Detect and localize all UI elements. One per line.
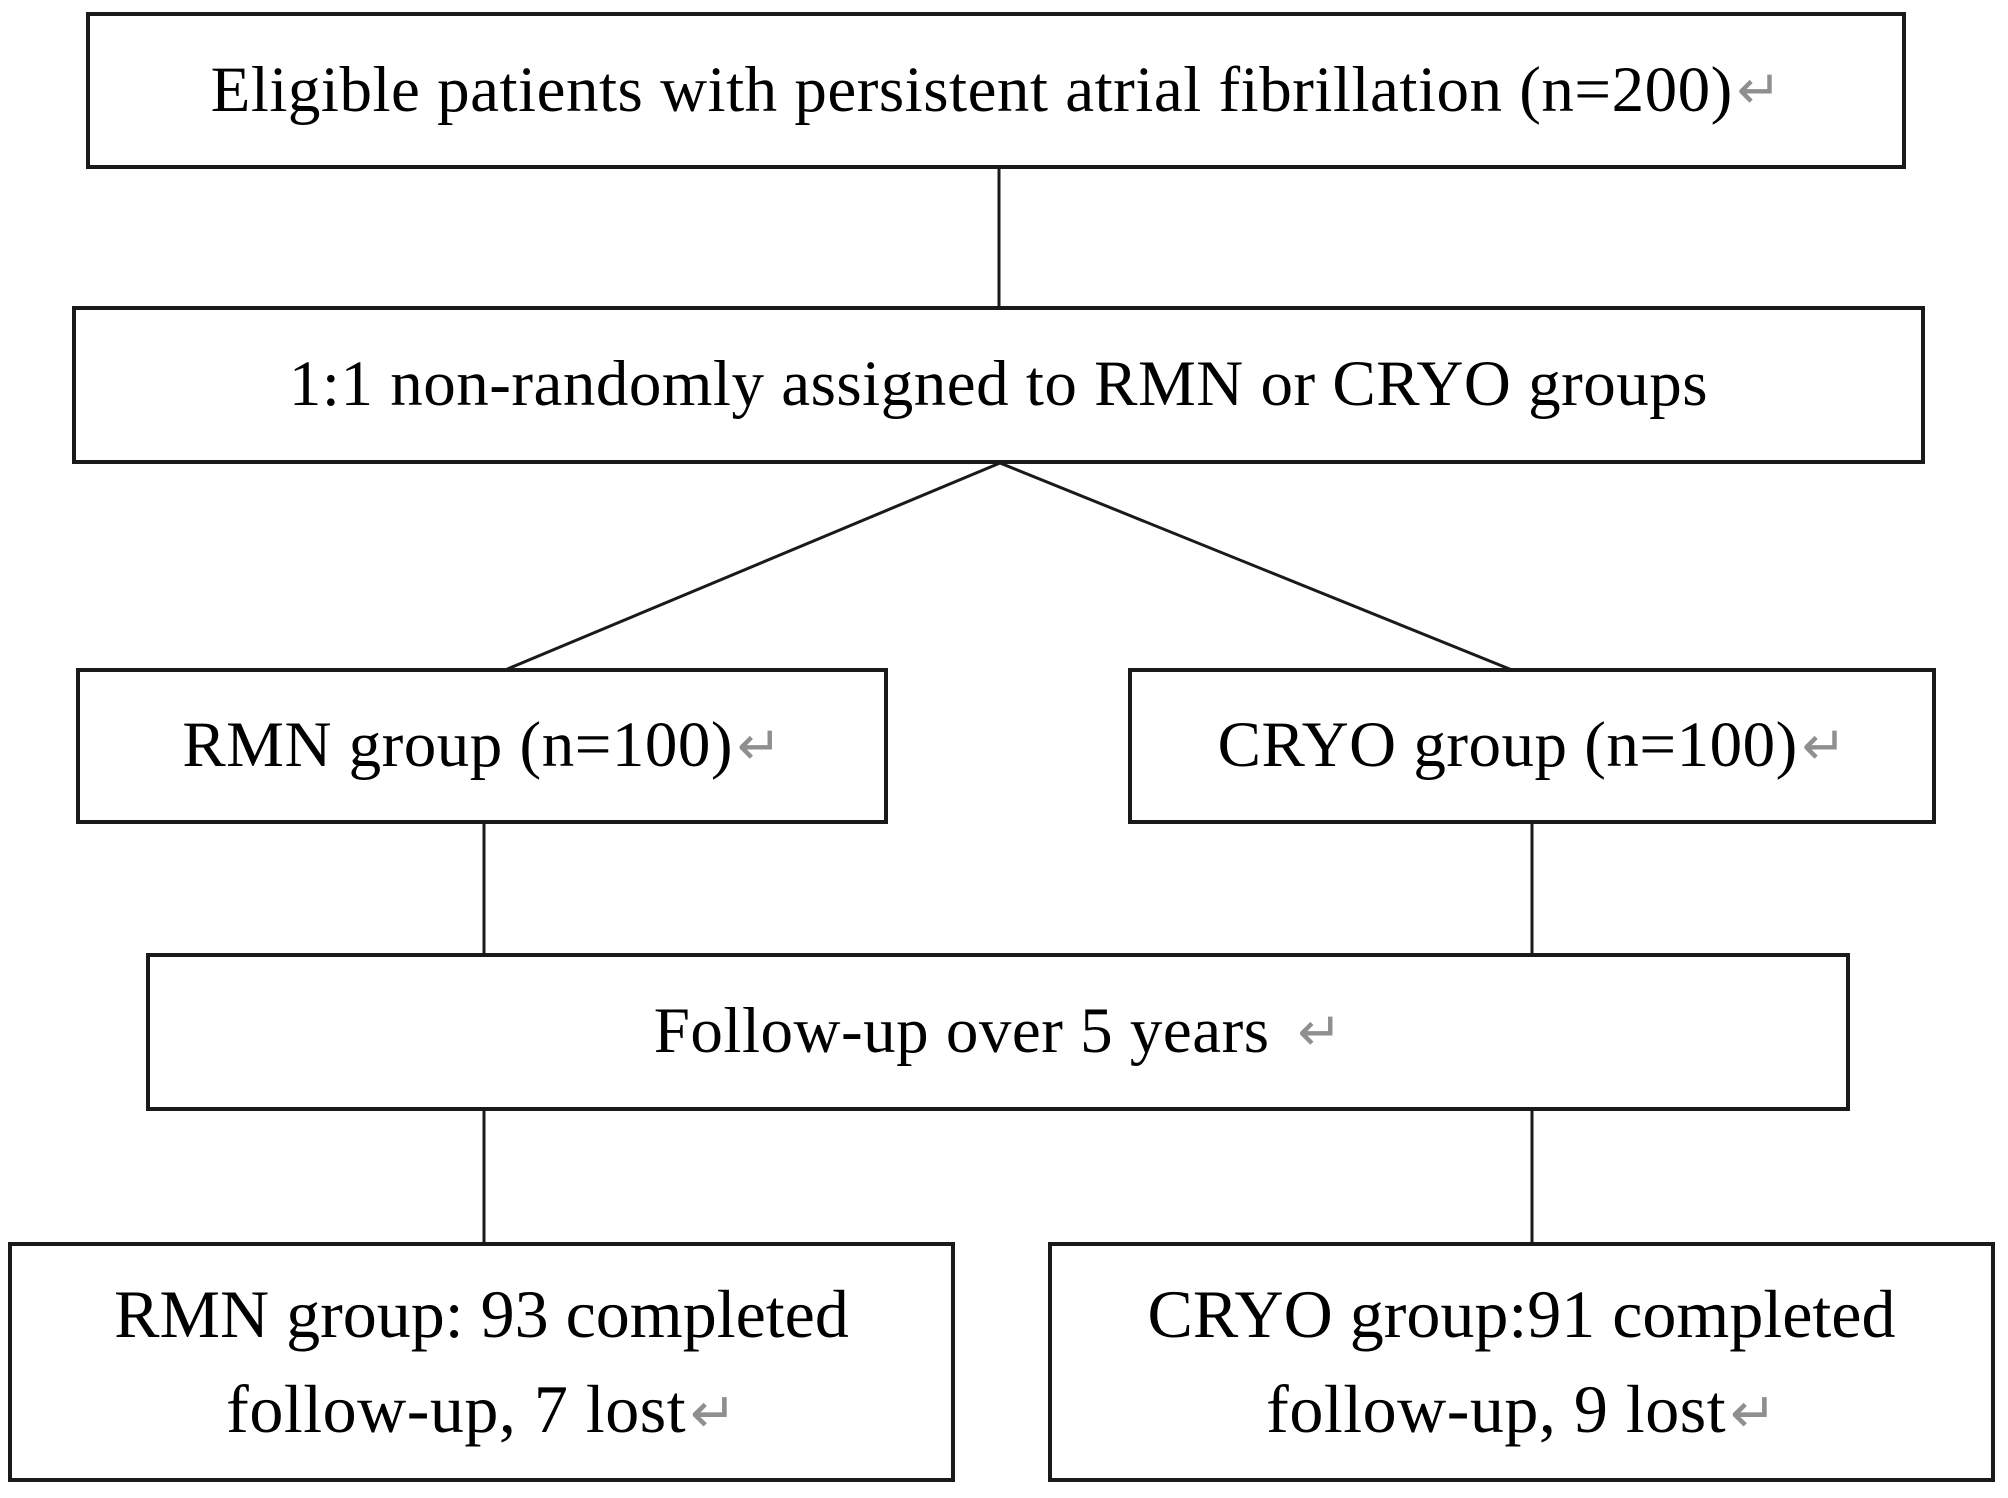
assignment-label: 1:1 non-randomly assigned to RMN or CRYO… [288, 348, 1709, 421]
cryo-outcome-line1: CRYO group:91 completed [1147, 1275, 1896, 1352]
node-cryo-outcome: CRYO group:91 completed follow-up, 9 los… [1048, 1242, 1995, 1482]
cryo-outcome-line2-text: follow-up, 9 lost [1266, 1371, 1727, 1447]
connector-assignment-to-rmn [504, 461, 1001, 672]
rmn-outcome-line2-text: follow-up, 7 lost [226, 1371, 687, 1447]
return-mark-icon: ↵ [737, 714, 782, 777]
rmn-outcome-line1: RMN group: 93 completed [114, 1275, 849, 1352]
rmn-group-label: RMN group (n=100) [182, 709, 733, 782]
connector-assignment-to-cryo [999, 461, 1513, 672]
return-mark-icon: ↵ [1736, 59, 1782, 122]
node-assignment: 1:1 non-randomly assigned to RMN or CRYO… [72, 306, 1925, 464]
node-eligible-patients: Eligible patients with persistent atrial… [86, 12, 1906, 169]
node-followup: Follow-up over 5 years ↵ [146, 953, 1850, 1111]
cryo-group-label: CRYO group (n=100) [1217, 709, 1798, 782]
return-mark-icon: ↵ [1297, 1000, 1343, 1063]
cryo-outcome-line2: follow-up, 9 lost↵ [1266, 1362, 1777, 1457]
return-mark-icon: ↵ [1801, 714, 1847, 777]
node-rmn-outcome: RMN group: 93 completed follow-up, 7 los… [8, 1242, 955, 1482]
followup-label: Follow-up over 5 years [653, 995, 1270, 1068]
eligible-patients-label: Eligible patients with persistent atrial… [210, 53, 1733, 126]
return-mark-icon: ↵ [690, 1381, 737, 1446]
return-mark-icon: ↵ [1730, 1381, 1777, 1446]
rmn-outcome-line2: follow-up, 7 lost↵ [226, 1362, 737, 1457]
node-rmn-group: RMN group (n=100)↵ [76, 668, 888, 824]
node-cryo-group: CRYO group (n=100)↵ [1128, 668, 1936, 824]
